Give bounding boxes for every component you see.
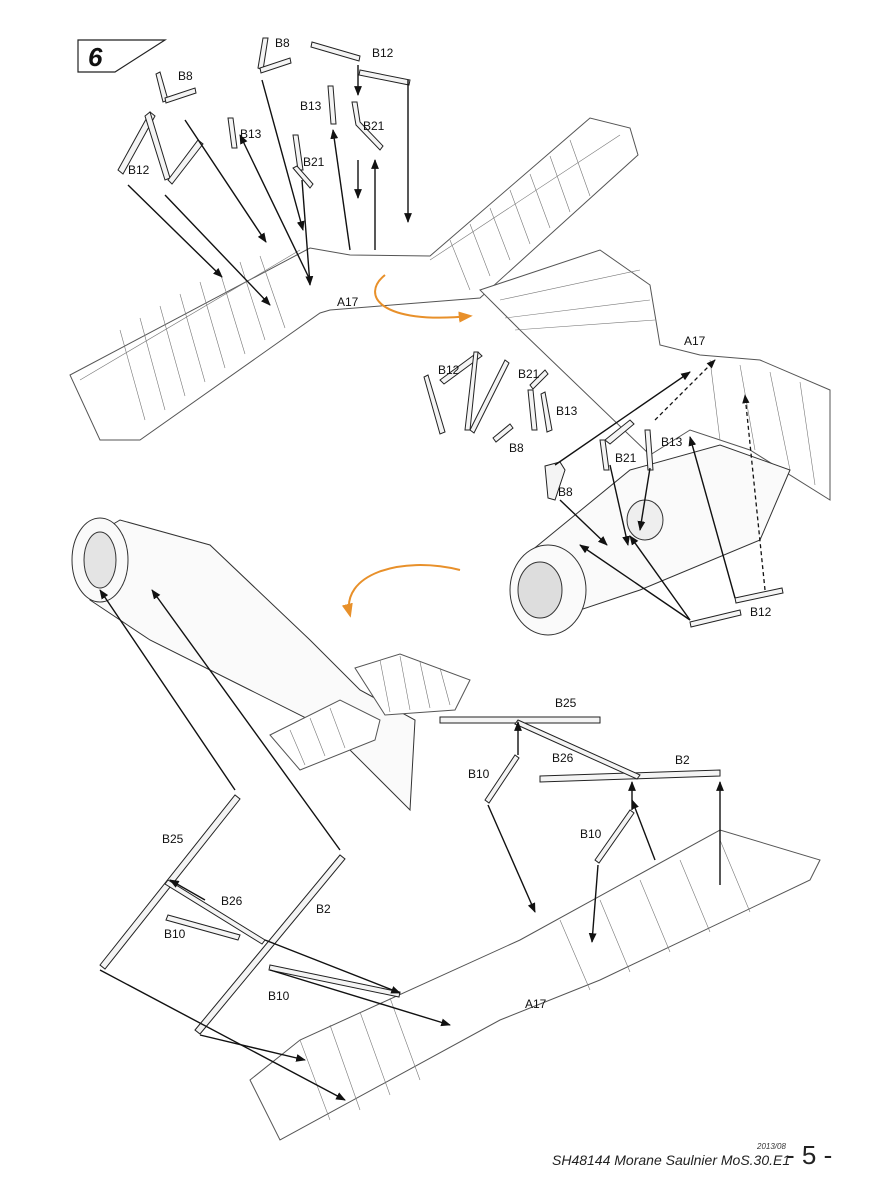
label-b21-d: B21 (615, 451, 637, 465)
struts-top-left (117, 37, 411, 189)
label-b8-a: B8 (275, 36, 290, 50)
label-b21-a: B21 (363, 119, 385, 133)
label-b26-b: B26 (221, 894, 243, 908)
label-b12-c: B12 (438, 363, 460, 377)
label-a17-c: A17 (525, 997, 547, 1011)
label-b10-c: B10 (164, 927, 186, 941)
label-a17-b: A17 (684, 334, 706, 348)
label-b8-d: B8 (558, 485, 573, 499)
rear-fuselage-view (71, 517, 471, 812)
label-b21-b: B21 (303, 155, 325, 169)
label-b8-c: B8 (509, 441, 524, 455)
label-b13-b: B13 (240, 127, 262, 141)
right-fuselage-view: A17 B12 B21 B13 B8 B13 B21 B8 B12 (423, 249, 831, 636)
label-b2-b: B2 (316, 902, 331, 916)
label-b10-a: B10 (468, 767, 490, 781)
label-b13-a: B13 (300, 99, 322, 113)
label-b12-d: B12 (750, 605, 772, 619)
bottom-wing-view: B25 B26 B2 B10 B10 B25 B26 B2 B10 B10 A1… (99, 589, 821, 1141)
label-b12-b: B12 (128, 163, 150, 177)
step-badge: 6 (77, 39, 168, 73)
edition-date: 2013/08 (757, 1142, 786, 1151)
rotation-arrow-upper (374, 274, 473, 323)
label-b13-d: B13 (661, 435, 683, 449)
label-b2-a: B2 (675, 753, 690, 767)
label-b13-c: B13 (556, 404, 578, 418)
label-b26-a: B26 (552, 751, 574, 765)
top-wing-view: B8 B12 B8 B13 B21 B13 B21 B12 A17 (69, 36, 639, 441)
rotation-arrow-lower (341, 564, 461, 618)
label-b12-a: B12 (372, 46, 394, 60)
page-number: - 5 - (786, 1140, 833, 1170)
label-a17-a: A17 (337, 295, 359, 309)
label-b21-c: B21 (518, 367, 540, 381)
label-b10-d: B10 (268, 989, 290, 1003)
footer: SH48144 Morane Saulnier MoS.30.E1 2013/0… (548, 1138, 858, 1178)
label-b8-b: B8 (178, 69, 193, 83)
label-b10-b: B10 (580, 827, 602, 841)
step-number: 6 (88, 42, 103, 72)
struts-right (423, 351, 784, 628)
product-code: SH48144 Morane Saulnier MoS.30.E1 (552, 1152, 791, 1168)
label-b25-b: B25 (162, 832, 184, 846)
label-b25-a: B25 (555, 696, 577, 710)
